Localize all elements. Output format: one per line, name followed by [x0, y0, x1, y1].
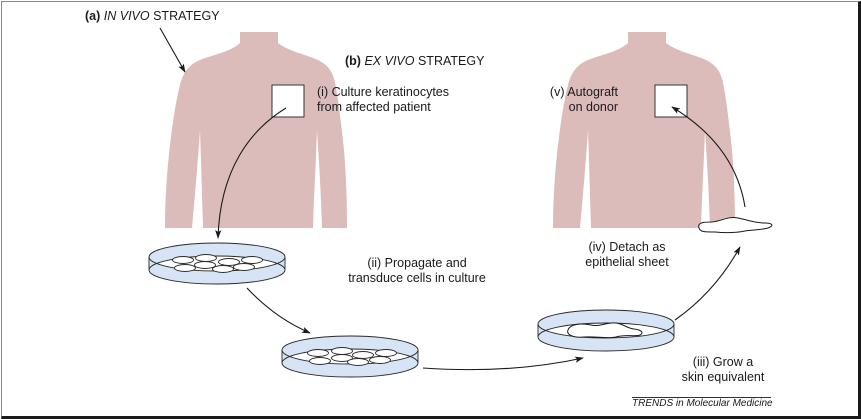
donor-body-silhouette	[553, 32, 735, 228]
cell	[195, 254, 217, 262]
step-i-line-1: (i) Culture keratinocytes	[317, 85, 449, 99]
cell	[218, 258, 240, 266]
arrow-transduced-to-skin-equivalent	[422, 356, 584, 371]
step-v-line-1: (v) Autograft	[549, 85, 618, 99]
epithelial-sheet	[698, 217, 773, 234]
petri-dish-skin-equivalent	[537, 309, 675, 352]
step-iii-line-1: (iii) Grow a	[692, 355, 754, 369]
cell	[174, 264, 196, 272]
step-ii-line-1: (ii) Propagate and	[367, 256, 467, 270]
step-iv-label: (iv) Detach as epithelial sheet	[567, 240, 687, 270]
arrow-in-vivo	[159, 27, 186, 73]
arrow-culture-to-transduced	[246, 287, 311, 334]
skin-equivalent-sheet	[567, 322, 643, 339]
arrow-sheet-to-graft	[671, 106, 746, 208]
ex-vivo-strategy-label: (b) EX VIVO STRATEGY	[345, 54, 484, 69]
cell	[194, 261, 216, 269]
step-v-label: (v) Autograft on donor	[530, 85, 618, 115]
source-credit: TRENDS in Molecular Medicine	[632, 397, 773, 409]
in-vivo-prefix: (a)	[85, 9, 101, 23]
step-i-label: (i) Culture keratinocytes from affected …	[317, 85, 449, 115]
ex-vivo-prefix: (b)	[345, 54, 361, 68]
cell	[307, 349, 329, 357]
arrow-biopsy-to-culture	[215, 107, 287, 239]
cell	[369, 356, 391, 364]
ex-vivo-rest: STRATEGY	[417, 54, 485, 68]
cell	[352, 351, 374, 359]
patient-body-silhouette	[165, 32, 347, 228]
graft-site-square	[654, 84, 688, 118]
ex-vivo-italic: EX VIVO	[364, 54, 415, 68]
petri-dish-culture	[148, 242, 286, 285]
petri-dish-transduced	[281, 335, 419, 378]
in-vivo-italic: IN VIVO	[103, 9, 150, 23]
cell	[172, 256, 194, 264]
cell	[375, 349, 397, 357]
in-vivo-rest: STRATEGY	[153, 9, 220, 23]
step-iii-line-2: skin equivalent	[681, 370, 765, 384]
step-i-line-2: from affected patient	[317, 100, 431, 114]
cell	[241, 256, 263, 264]
cell	[309, 357, 331, 365]
in-vivo-strategy-label: (a) IN VIVO STRATEGY	[85, 9, 220, 24]
step-v-line-2: on donor	[568, 100, 618, 114]
step-iii-label: (iii) Grow a skin equivalent	[663, 355, 783, 385]
cell	[212, 265, 234, 273]
step-ii-line-2: transduce cells in culture	[348, 271, 486, 285]
step-iv-line-1: (iv) Detach as	[588, 240, 666, 254]
arrow-skin-equivalent-to-sheet	[674, 246, 741, 321]
biopsy-site-square	[271, 84, 305, 118]
cell	[233, 263, 255, 271]
step-iv-line-2: epithelial sheet	[585, 255, 669, 269]
step-ii-label: (ii) Propagate and transduce cells in cu…	[337, 256, 497, 286]
cell	[331, 354, 353, 362]
cell	[331, 347, 353, 355]
cell	[347, 358, 369, 366]
